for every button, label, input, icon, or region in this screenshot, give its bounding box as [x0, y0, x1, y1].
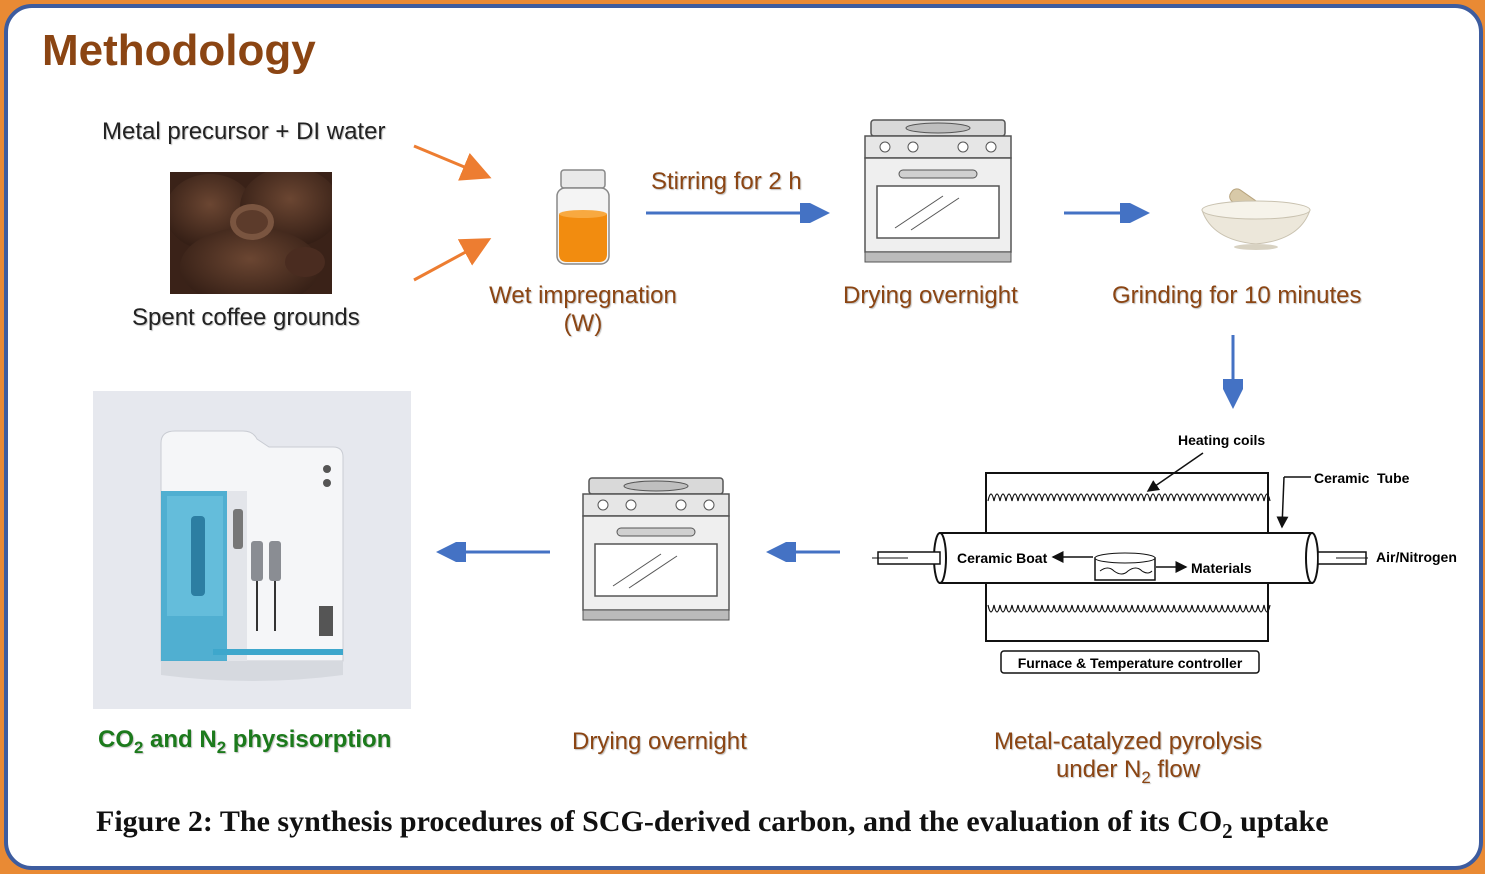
- metal-precursor-label: Metal precursor + DI water: [102, 118, 386, 145]
- caption-text: Figure 2: The synthesis procedures of SC…: [96, 805, 1223, 838]
- physisorption-sub1: 2: [134, 737, 144, 757]
- stirring-label: Stirring for 2 h: [651, 168, 802, 195]
- caption-uptake: uptake: [1232, 805, 1329, 838]
- drying-label-2: Drying overnight: [572, 728, 747, 755]
- slide-card: Methodology Metal precursor + DI water S…: [4, 4, 1483, 870]
- pyrolysis-line1: Metal-catalyzed pyrolysis: [993, 728, 1263, 755]
- oven-icon-2: [582, 477, 730, 621]
- arrow-from-precursor: [413, 144, 492, 181]
- arrow-to-grinding: [1064, 203, 1150, 223]
- physisorption-and-n: and N: [143, 726, 217, 753]
- arrow-to-drying-2: [766, 542, 840, 562]
- page-title: Methodology: [42, 26, 316, 75]
- coffee-label: Spent coffee grounds: [132, 304, 360, 331]
- grinding-label: Grinding for 10 minutes: [1112, 282, 1362, 309]
- ceramic-tube-label: Ceramic Tube: [1314, 470, 1410, 486]
- wet-impregnation-label: Wet impregnation (W): [478, 282, 688, 338]
- figure-caption: Figure 2: The synthesis procedures of SC…: [96, 805, 1329, 844]
- input-arrows: [413, 144, 492, 282]
- pyrolysis-label: Metal-catalyzed pyrolysis under N2 flow: [968, 728, 1288, 788]
- physisorption-sub2: 2: [216, 737, 227, 757]
- coffee-grounds-image: [170, 172, 332, 294]
- heating-coils-label: Heating coils: [1178, 432, 1265, 448]
- air-nitrogen-label: Air/Nitrogen: [1376, 549, 1457, 565]
- arrow-to-pyrolysis: [1223, 335, 1243, 409]
- drying-label-1: Drying overnight: [843, 282, 1018, 309]
- pyrolysis-under: under N: [1055, 756, 1142, 783]
- arrow-to-drying: [646, 203, 830, 223]
- wet-impregnation-line1: Wet impregnation: [489, 282, 677, 309]
- jar-icon: [556, 169, 610, 265]
- physisorption-label: CO2 and N2 physisorption: [98, 726, 391, 758]
- physisorption-word: physisorption: [226, 726, 392, 753]
- caption-sub: 2: [1222, 819, 1233, 843]
- pyrolysis-sub: 2: [1141, 767, 1151, 787]
- physisorption-co: CO: [98, 726, 134, 753]
- furnace-diagram: Heating coils Ceramic Tube Ceramic Boat …: [872, 432, 1457, 674]
- physisorption-instrument-image: [93, 391, 411, 709]
- materials-label: Materials: [1191, 560, 1252, 576]
- arrow-from-coffee: [413, 238, 492, 282]
- oven-icon: [864, 119, 1012, 263]
- mortar-pestle-icon: [1201, 188, 1311, 250]
- ceramic-boat-label: Ceramic Boat: [957, 550, 1048, 566]
- controller-label: Furnace & Temperature controller: [1018, 655, 1243, 671]
- pyrolysis-line2: under N2 flow: [968, 756, 1288, 788]
- pyrolysis-flow: flow: [1150, 756, 1201, 783]
- arrow-to-physisorption: [436, 542, 550, 562]
- wet-impregnation-line2: (W): [563, 310, 603, 337]
